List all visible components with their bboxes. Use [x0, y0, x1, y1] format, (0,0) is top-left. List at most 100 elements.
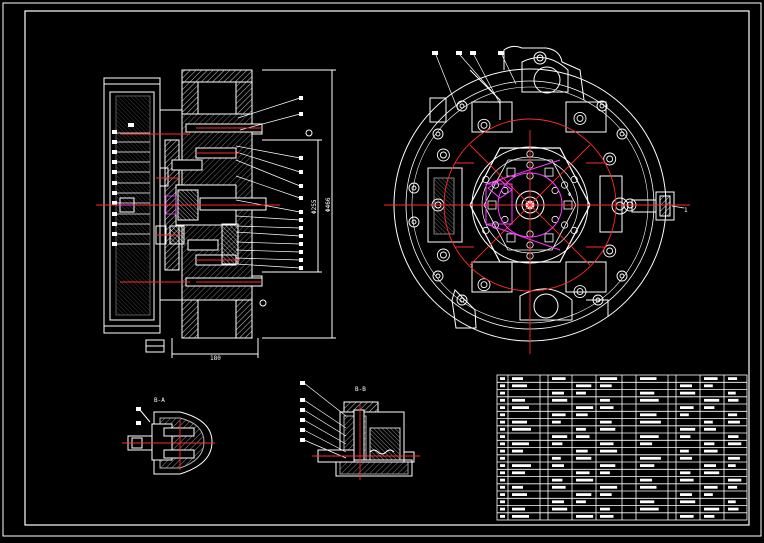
plan-view-leader-tags [432, 51, 504, 55]
table-cell-text [728, 442, 742, 446]
table-cell-text [552, 500, 564, 504]
bolt-hole-inner [480, 121, 488, 129]
table-cell-text [512, 464, 531, 467]
table-row-number [500, 515, 505, 518]
jaw-hole [560, 221, 569, 229]
table-cell-text [640, 485, 657, 489]
bolt-hole-inner [606, 247, 614, 255]
frame-hole [592, 294, 604, 306]
table-cell-text [640, 456, 661, 460]
table-cell-text [680, 391, 696, 395]
table-row-number [500, 420, 505, 424]
table-cell-text [552, 456, 561, 460]
table-cell-text [640, 398, 659, 402]
bolt-hole-inner [576, 114, 584, 122]
bolt-hole-inner [439, 251, 447, 259]
frame-hole [432, 270, 444, 282]
dim-inner-label: Φ255 [311, 199, 318, 214]
frame-hole [408, 216, 420, 228]
table-cell-text [600, 515, 614, 518]
table-cell-text [552, 442, 563, 446]
table-cell-text [640, 391, 655, 395]
table-cell-text [600, 464, 616, 467]
table-cell-text [728, 507, 739, 511]
table-cell-text [640, 442, 653, 446]
table-cell-text [600, 398, 610, 402]
table-row-number [500, 377, 505, 380]
table-cell-text [704, 471, 720, 475]
plan-view-centerlines [384, 118, 690, 354]
table-cell-text [704, 427, 716, 431]
table-cell-text [512, 507, 525, 511]
table-cell-text [680, 515, 694, 518]
bolt-hole-inner [576, 288, 584, 296]
frame-hole-inner [435, 131, 441, 137]
table-row-number [500, 500, 505, 504]
table-cell-text [576, 435, 590, 438]
table-cell-text [704, 515, 715, 518]
bolt-hole-inner [480, 281, 488, 289]
table-cell-text [704, 406, 715, 409]
table-cell-text [512, 493, 527, 496]
table-cell-text [552, 413, 566, 417]
table-cell-text [512, 384, 527, 388]
table-cell-text [600, 471, 610, 475]
bolt-hole [477, 278, 491, 292]
table-cell-text [576, 413, 588, 417]
table-cell-text [600, 377, 618, 380]
jaw-hole [491, 221, 499, 229]
table-cell-text [680, 500, 696, 504]
table-cell-text [728, 464, 736, 467]
section-view [103, 69, 336, 358]
table-cell-text [640, 413, 657, 417]
jaw-hole [570, 175, 578, 184]
table-cell-text [704, 398, 720, 402]
table-cell-text [552, 377, 566, 380]
table-cell-text [512, 442, 529, 446]
table-cell-text [576, 500, 586, 504]
table-cell-text [552, 398, 568, 402]
jaw-hole [482, 175, 490, 184]
frame-hole-inner [619, 273, 625, 279]
frame-hole [596, 100, 608, 112]
table-cell-text [680, 427, 696, 431]
table-row-number [500, 442, 505, 446]
table-cell-text [728, 391, 736, 395]
table-cell-text [552, 464, 564, 467]
table-row-number [500, 435, 505, 438]
table-cell-text [680, 413, 689, 417]
table-cell-text [640, 377, 657, 380]
table-cell-text [552, 435, 568, 438]
table-cell-text [600, 449, 618, 453]
plan-view-bolts [408, 100, 637, 306]
table-cell-text [728, 413, 738, 417]
table-row-number [500, 427, 505, 431]
table-cell-text [704, 384, 713, 388]
table-row-number [500, 406, 505, 409]
table-cell-text [680, 456, 692, 460]
bolt-hole-inner [606, 155, 614, 163]
section-view-centerlines [96, 127, 280, 283]
parts-list-table [496, 374, 748, 521]
plan-center-mark: Φ [568, 192, 571, 198]
table-row-number [500, 384, 505, 388]
table-cell-text [600, 406, 614, 409]
table-cell-text [728, 377, 738, 380]
table-cell-text [728, 435, 739, 438]
frame-hole [456, 294, 468, 306]
frame-hole-inner [619, 131, 625, 137]
table-cell-text [728, 485, 738, 489]
frame-hole-inner [595, 297, 601, 303]
detail-right-view [300, 381, 415, 477]
table-cell-text [680, 406, 694, 409]
frame-hole [616, 128, 628, 140]
table-cell-text [704, 485, 718, 489]
jaw-slot [544, 167, 554, 177]
table-cell-text [512, 471, 525, 475]
bolt-hole [573, 285, 587, 299]
table-cell-text [640, 435, 659, 438]
detail-right-centerline [312, 404, 420, 480]
table-cell-text [728, 398, 739, 402]
plan-view-hidden [485, 159, 563, 251]
